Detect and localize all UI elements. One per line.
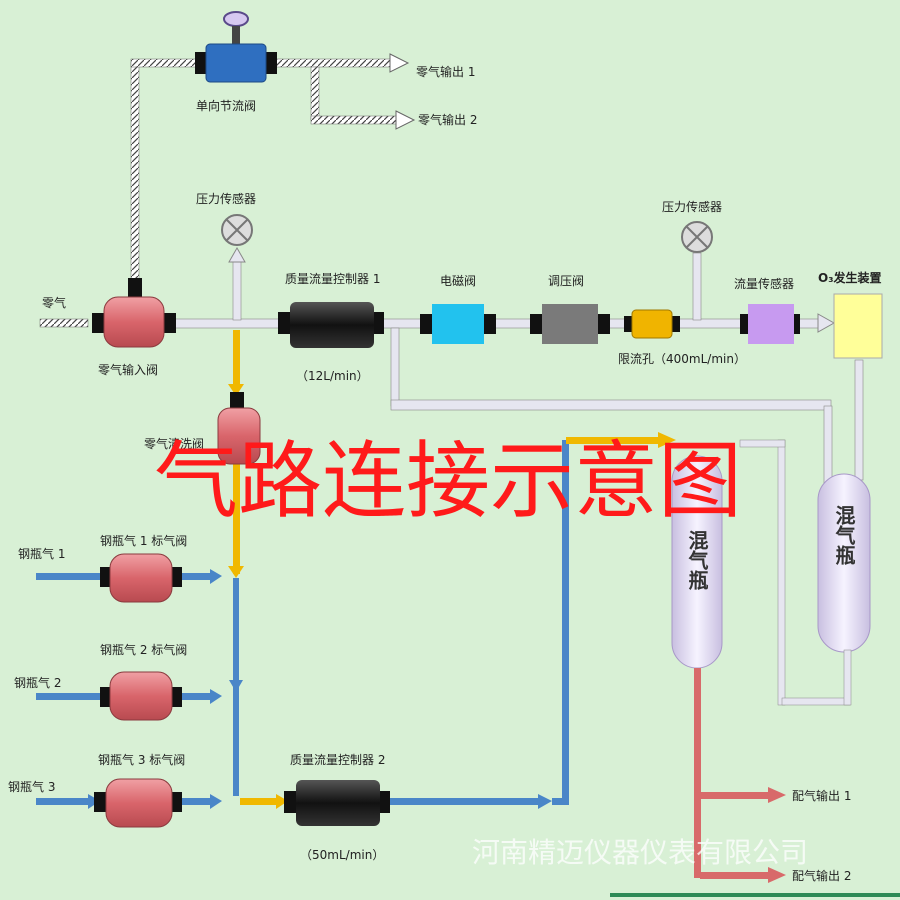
footer-bar	[610, 893, 900, 897]
check-valve-label: 单向节流阀	[196, 98, 256, 113]
cylinder-valve-1-label: 钢瓶气 1 标气阀	[100, 533, 187, 548]
solenoid-valve	[420, 304, 496, 344]
flow-orifice	[624, 309, 680, 339]
main-zero-line	[174, 246, 864, 489]
zero-gas-label: 零气	[42, 295, 66, 310]
zero-clean-valve-label: 零气清洗阀	[144, 436, 204, 451]
cylinder-valve-2	[100, 671, 182, 721]
bottle-link-line	[739, 439, 852, 706]
o3-generator-label: O₃发生装置	[818, 270, 881, 285]
zero-output-1-label: 零气输出 1	[416, 64, 475, 79]
flow-sensor-label: 流量传感器	[734, 276, 794, 291]
zero-inlet-valve-label: 零气输入阀	[98, 362, 158, 377]
diagram-title: 气路连接示意图	[154, 432, 742, 530]
mfc2-range-label: （50mL/min）	[300, 848, 384, 862]
pressure-sensor-1	[221, 214, 253, 246]
cylinder-gas-2-label: 钢瓶气 2	[14, 675, 61, 690]
mass-flow-controller-1	[278, 302, 384, 348]
company-watermark: 河南精迈仪器仪表有限公司	[472, 836, 808, 869]
cylinder-valve-2-label: 钢瓶气 2 标气阀	[100, 642, 187, 657]
mix-bottle-right-label: 混气瓶	[832, 505, 856, 566]
output-1-label: 配气输出 1	[792, 788, 851, 803]
cylinder-valve-3	[94, 778, 182, 828]
orifice-label: 限流孔（400mL/min）	[618, 352, 746, 366]
mfc1-label: 质量流量控制器 1	[285, 272, 380, 286]
output-2-label: 配气输出 2	[792, 868, 851, 883]
o3-generator-box	[833, 293, 883, 359]
zero-bypass-lines	[39, 53, 416, 328]
cylinder-valve-1	[100, 553, 182, 603]
pressure-regulator	[530, 304, 610, 344]
mass-flow-controller-2	[284, 780, 390, 826]
cylinder-gas-3-label: 钢瓶气 3	[8, 779, 55, 794]
cylinder-valve-3-label: 钢瓶气 3 标气阀	[98, 752, 185, 767]
regulator-label: 调压阀	[548, 274, 584, 288]
pressure-sensor-2-label: 压力传感器	[662, 199, 722, 214]
mfc2-label: 质量流量控制器 2	[290, 753, 385, 767]
solenoid-label: 电磁阀	[440, 273, 476, 288]
mfc1-range-label: （12L/min）	[296, 369, 369, 383]
clean-gas-line	[228, 330, 244, 578]
zero-output-2-label: 零气输出 2	[418, 112, 477, 127]
mix-bottle-left-label: 混气瓶	[685, 530, 709, 591]
cylinder-gas-1-label: 钢瓶气 1	[18, 546, 65, 561]
zero-clean-valve	[217, 392, 261, 465]
flow-sensor	[740, 304, 800, 344]
pressure-sensor-2	[681, 221, 713, 253]
output-lines	[694, 668, 786, 883]
check-valve	[195, 11, 277, 83]
pressure-sensor-1-label: 压力传感器	[196, 191, 256, 206]
zero-inlet-valve	[92, 278, 176, 348]
